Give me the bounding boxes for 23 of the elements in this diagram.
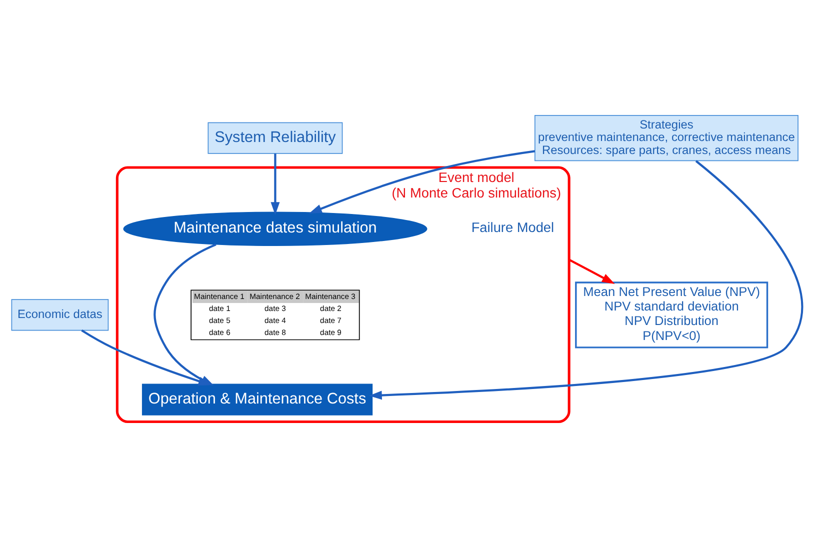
arrow	[270, 154, 280, 215]
label: date 3	[264, 304, 286, 313]
node-box: Strategies preventive maintenance, corrective maintenance Resources: spare parts, cranes, access means	[534, 114, 798, 162]
label: date 9	[320, 328, 342, 337]
label: date 5	[209, 316, 230, 325]
label: date 7	[320, 316, 342, 325]
label: date 8	[264, 328, 286, 337]
node-box: System Reliability	[208, 122, 343, 154]
label: date 2	[320, 304, 342, 313]
node-box: Operation & Maintenance Costs	[142, 384, 373, 416]
node-box: Mean Net Present Value (NPV) NPV standard deviation NPV Distribution P(NPV<0)	[575, 282, 768, 348]
label: date 6	[209, 328, 230, 337]
label: Maintenance 1	[194, 292, 244, 301]
arrow	[309, 150, 536, 214]
node-text: Failure Model	[471, 220, 554, 236]
label: Maintenance 2	[250, 292, 300, 301]
label: date 4	[264, 316, 286, 325]
node-box: Economic datas	[11, 299, 109, 331]
arrow	[369, 160, 803, 400]
arrow	[568, 258, 615, 284]
label: date 1	[209, 304, 230, 313]
label: Maintenance 3	[305, 292, 356, 301]
node-ellipse: Maintenance dates simulation	[123, 212, 428, 246]
